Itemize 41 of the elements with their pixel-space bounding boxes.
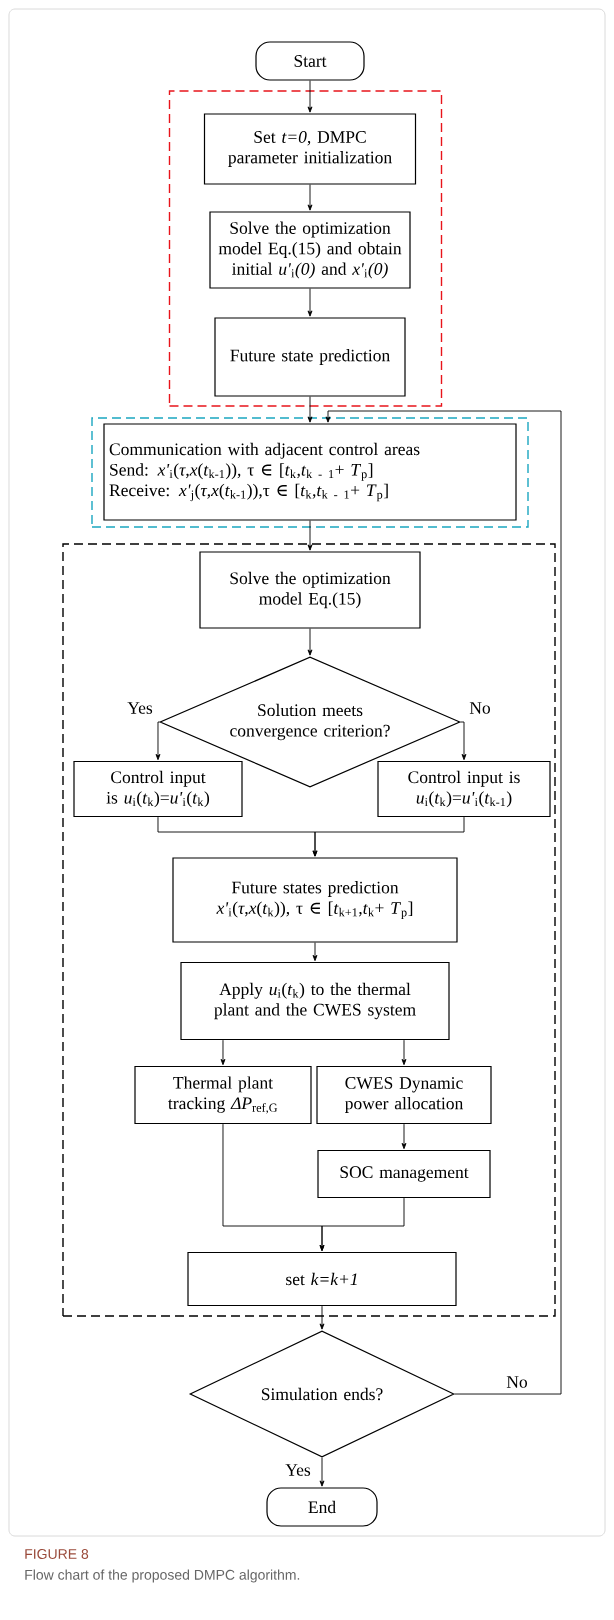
terminal-box: Start [255,41,365,81]
arrow [307,184,313,211]
arrow [312,942,318,962]
process-box: SOC management [317,1149,491,1199]
process-box: set k=k+1 [187,1251,457,1307]
caption-text: Flow chart of the proposed DMPC algorithm. [25,1569,300,1583]
edge-label: No [505,1375,529,1389]
process-box: Set t=0, DMPC parameter initialization [203,113,417,185]
dashed-group-box [62,543,556,1317]
edge-label: No [468,701,492,715]
process-box: Solve the optimization model Eq.(15) and obtain initial u'$_{i}$(0) and x'$_{i}$(0) [209,211,411,289]
process-box: CWES Dynamic power allocation [316,1065,492,1125]
dashed-group-box [168,90,443,407]
process-box: Solve the optimization model Eq.(15) [199,551,421,629]
arrow [307,520,313,551]
process-box: Future state prediction [214,317,406,397]
process-box: Future states prediction x'$_{i}$(τ,x(t$_{k}$)), τ ∈ [t$_{k+1}$,t$_{k}$+ T$_{p}$] [172,857,458,943]
edge-label: Yes [126,701,154,715]
terminal-box: End [266,1487,378,1527]
figure-label: FIGURE 8 [25,1549,89,1559]
arrow [460,721,467,761]
process-box: Apply u$_{i}$(t$_{k}$) to the thermal plant and the CWES system [180,961,450,1041]
arrow [401,1039,407,1066]
arrow [220,1039,226,1066]
process-box: Thermal plant tracking ΔP$_{ref,G}$ [134,1065,312,1125]
process-box: Control input is u$_{i}$(t$_{k}$)=u'$_{i}$(t$_{k-1}$) [377,760,551,818]
arrow [401,1123,407,1150]
process-box: Communication with adjacent control areas Send: x'$_{i}$(τ,x(t$_{k-1}$)), τ ∈ [t$_{k}$,t$_{k - 1}$+ T$_{p}$] Receive: x'$_{j}$(τ,x(t$_{k-1}$)),τ ∈ [t$_{k}$,t$_{k - 1}$+ T$_{p}$] [103,423,517,521]
arrow [319,1305,325,1330]
edge-label: Yes [284,1463,312,1477]
arrow [155,721,161,761]
arrow [319,1457,325,1487]
arrow [307,288,313,317]
arrow [307,80,313,113]
arrow [312,816,465,857]
arrow [325,410,562,1395]
arrow [319,1197,405,1252]
arrow [307,396,313,423]
process-box: Control input is u$_{i}$(t$_{k}$)=u'$_{i}$(t$_{k}$) [73,760,243,818]
dashed-group-box [91,417,529,528]
arrow [307,628,313,656]
